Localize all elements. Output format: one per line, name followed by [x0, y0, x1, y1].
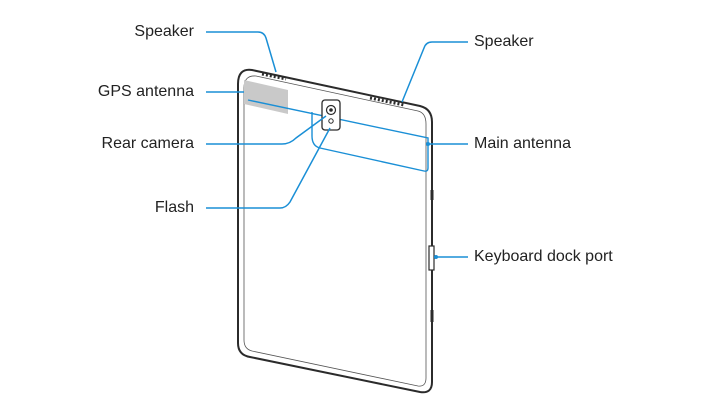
flash-icon: [328, 118, 334, 124]
camera-lens-inner-icon: [329, 108, 333, 112]
label-speaker-left: Speaker: [134, 23, 194, 40]
leader-line-speaker-right: [401, 41, 468, 103]
leader-line-rear-camera: [206, 115, 327, 145]
label-main-antenna: Main antenna: [474, 135, 571, 152]
speaker-grille-left: [261, 72, 287, 81]
tablet-back-outline: [237, 68, 433, 394]
label-keyboard-dock-port: Keyboard dock port: [474, 248, 613, 265]
label-speaker-right: Speaker: [474, 33, 534, 50]
label-gps-antenna: GPS antenna: [97, 83, 194, 100]
leader-dot-main-antenna: [426, 142, 430, 146]
label-rear-camera: Rear camera: [101, 135, 194, 152]
main-antenna-outline: [247, 99, 429, 172]
leader-line-flash: [206, 127, 331, 209]
speaker-grille-right: [369, 96, 405, 107]
label-flash: Flash: [154, 199, 194, 216]
leader-dot-keyboard-dock-port: [434, 255, 438, 259]
leader-line-speaker-left: [206, 31, 277, 73]
keyboard-dock-port-shape: [428, 245, 435, 271]
